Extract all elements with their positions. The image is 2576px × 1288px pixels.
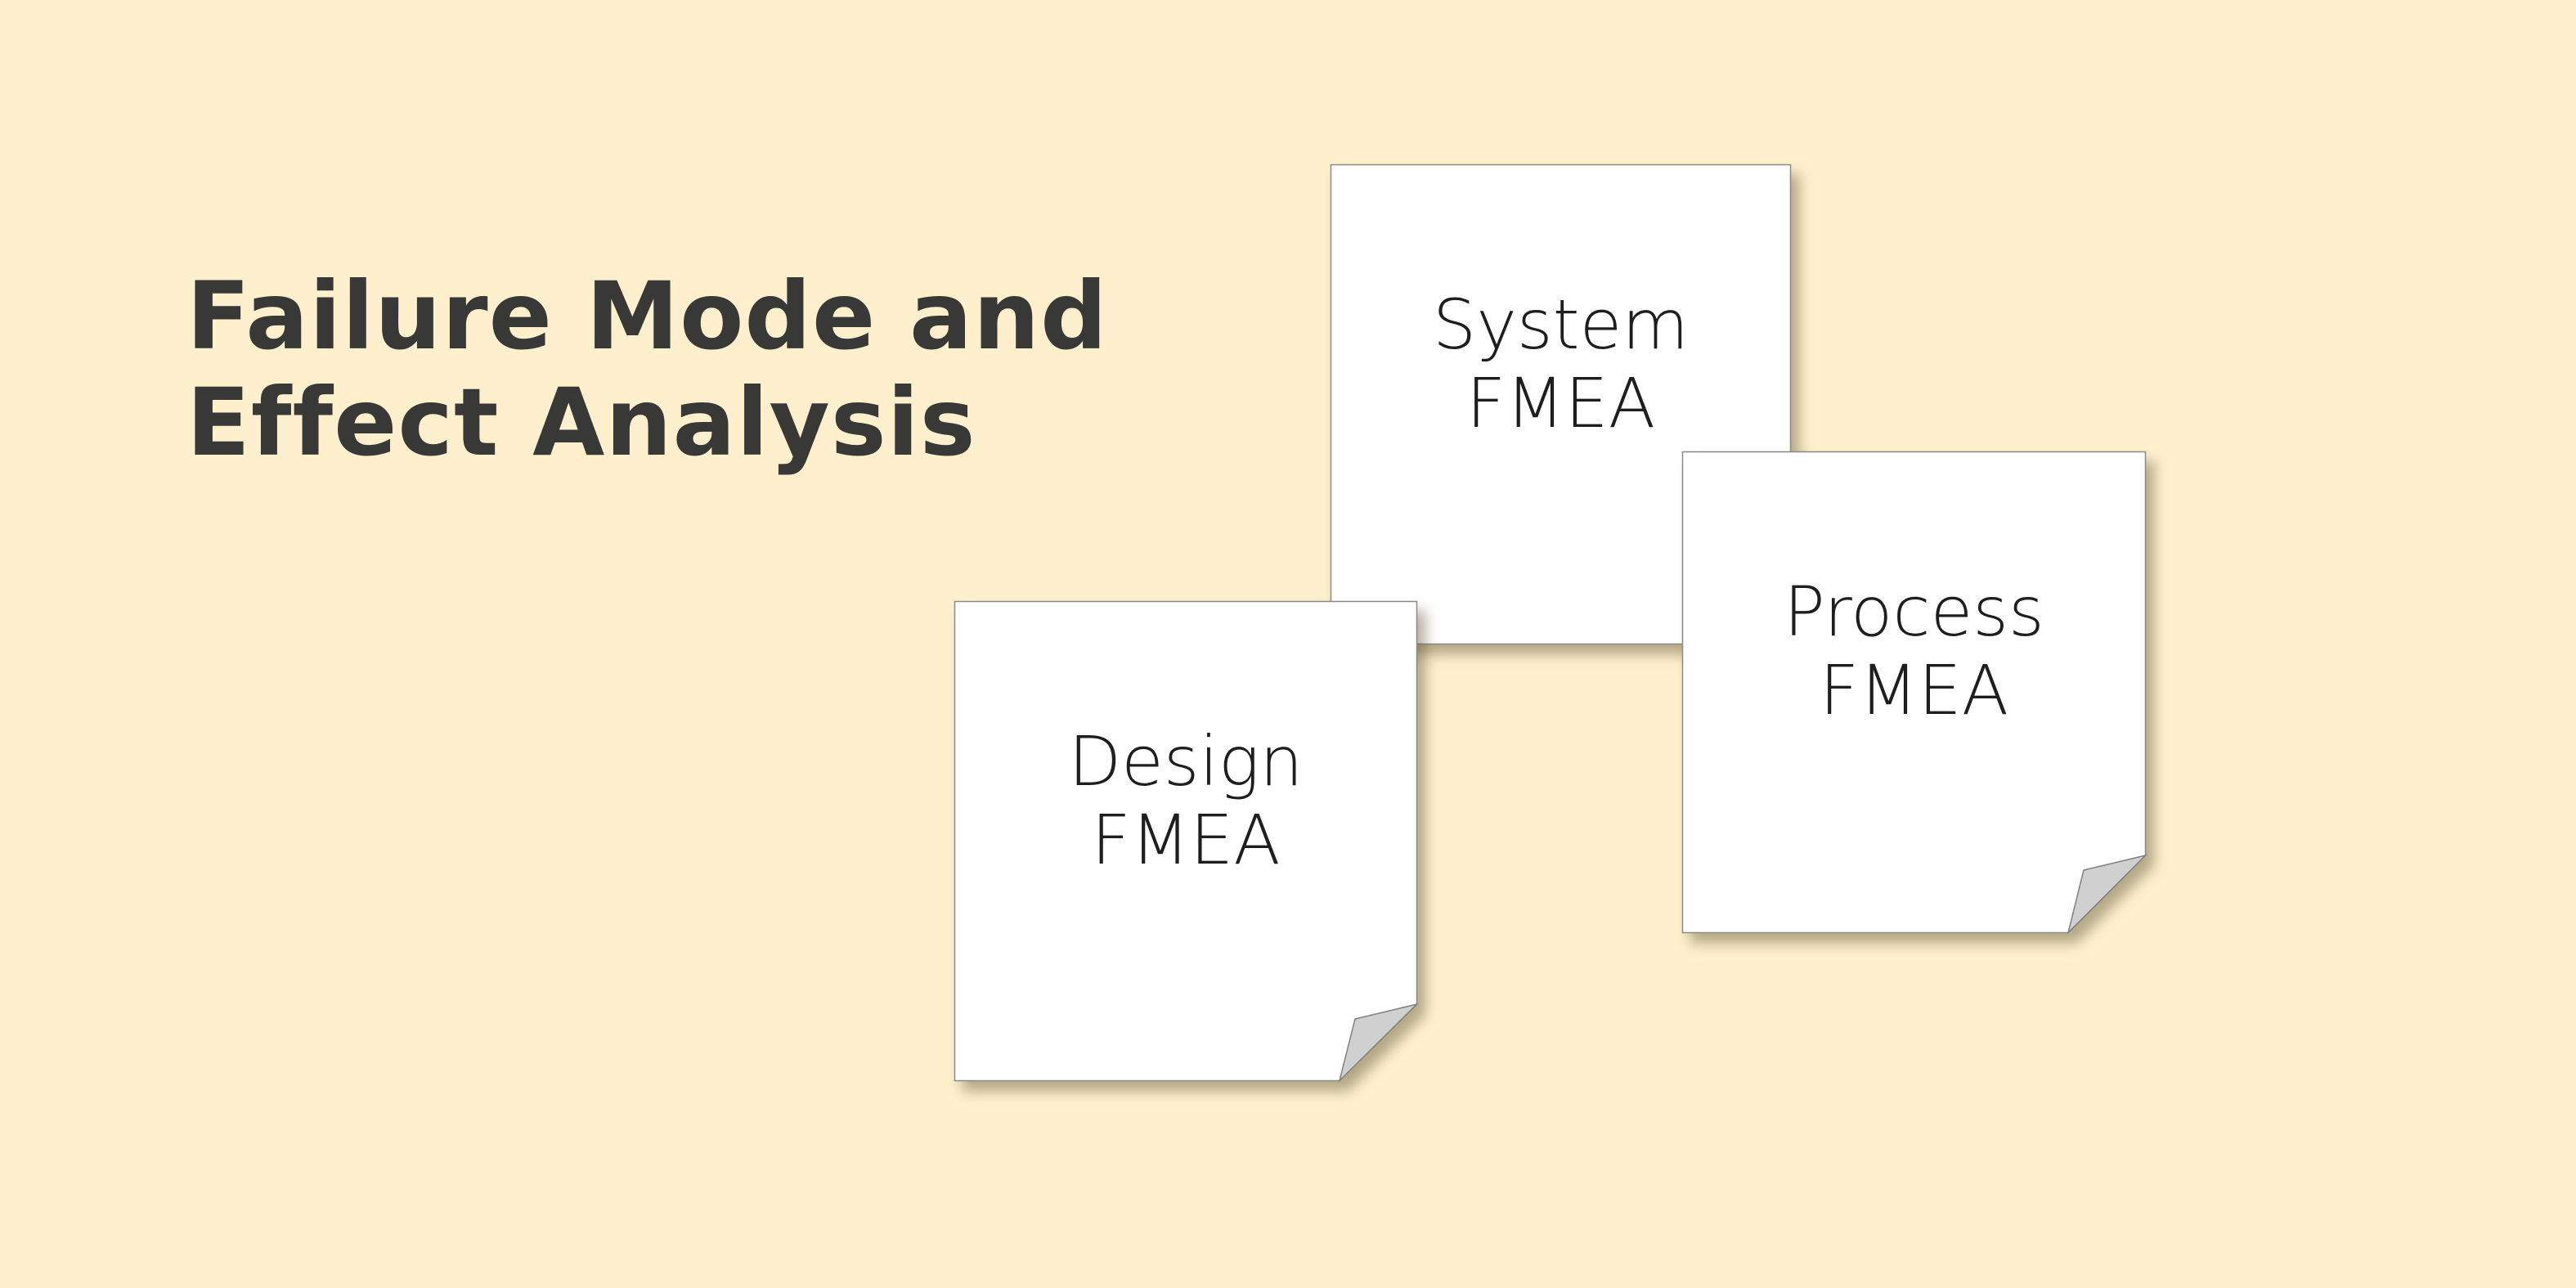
title-line-2: Effect Analysis: [186, 368, 976, 477]
card-design-fmea: Design FMEA: [954, 600, 1419, 1083]
title-line-1: Failure Mode and: [186, 262, 1108, 370]
card-label-line-2: FMEA: [1465, 363, 1656, 443]
card-label-line-1: Design: [1068, 721, 1304, 801]
card-label-line-1: Process: [1784, 572, 2044, 652]
card-label: Process FMEA: [1682, 572, 2146, 729]
page-title: Failure Mode and Effect Analysis: [186, 263, 1108, 476]
page-curl-icon: [1338, 1003, 1419, 1083]
sticky-note-shape: [1681, 451, 2147, 935]
card-system-fmea: System FMEA: [1330, 164, 1792, 645]
sticky-note-shape: [954, 600, 1419, 1083]
card-process-fmea: Process FMEA: [1681, 451, 2147, 935]
card-label-line-1: System: [1432, 285, 1690, 365]
card-label: Design FMEA: [954, 722, 1417, 879]
card-label-line-2: FMEA: [1091, 800, 1281, 880]
card-label: System FMEA: [1331, 285, 1791, 442]
page-curl-icon: [2067, 854, 2147, 935]
card-label-line-2: FMEA: [1819, 650, 2009, 730]
